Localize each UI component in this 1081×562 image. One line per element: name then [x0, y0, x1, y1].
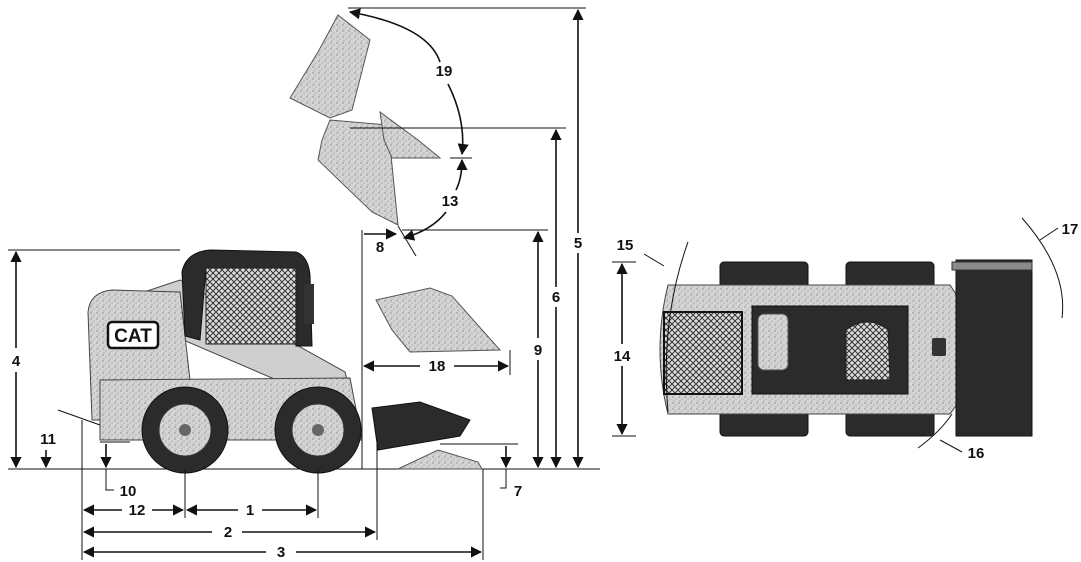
dim-label-1: 1 — [246, 502, 254, 519]
dim-label-4: 4 — [12, 353, 21, 370]
dim-label-15: 15 — [617, 237, 634, 254]
ground-bucket — [371, 401, 471, 451]
side-view: CAT 1 12 2 — [8, 7, 600, 561]
dim-label-3: 3 — [277, 544, 285, 561]
dim-label-17: 17 — [1062, 221, 1079, 238]
cat-logo: CAT — [114, 326, 152, 347]
dim-label-14: 14 — [614, 348, 631, 365]
dim-label-18: 18 — [429, 358, 446, 375]
top-cab-window — [757, 313, 789, 371]
dim-label-19: 19 — [436, 63, 453, 80]
dim-label-10: 10 — [120, 483, 137, 500]
dim-arc-16 — [917, 413, 953, 449]
dim-arc-19 — [348, 8, 441, 63]
side-mirror — [304, 284, 314, 324]
rear-wheel — [141, 386, 229, 474]
dim-label-16: 16 — [968, 445, 985, 462]
dim-label-6: 6 — [552, 289, 560, 306]
dim-label-9: 9 — [534, 342, 542, 359]
dim-arc-13 — [455, 158, 468, 191]
dim-label-12: 12 — [129, 502, 146, 519]
raised-bucket-curl — [379, 110, 442, 159]
cab-window-grid — [205, 267, 297, 345]
top-engine-grill — [663, 311, 743, 395]
dim-label-5: 5 — [574, 235, 582, 252]
dim-label-2: 2 — [224, 524, 232, 541]
cat-logo-badge — [106, 320, 160, 350]
dim-label-7: 7 — [514, 483, 522, 500]
dim-label-13: 13 — [442, 193, 459, 210]
raised-bucket-dump — [289, 14, 371, 119]
dim-arc-15 — [665, 241, 689, 413]
carry-bucket — [375, 287, 502, 353]
front-wheel — [274, 386, 362, 474]
top-view: 14 15 16 17 — [612, 217, 1079, 462]
dim-label-8: 8 — [376, 239, 384, 256]
top-cab-rear-window — [845, 321, 891, 381]
top-bucket — [955, 259, 1033, 437]
dim-arc-17 — [1021, 217, 1064, 319]
dim-label-11: 11 — [40, 431, 56, 448]
ground-bucket-dumped — [397, 449, 483, 470]
top-cat-logo-mark — [932, 338, 946, 356]
